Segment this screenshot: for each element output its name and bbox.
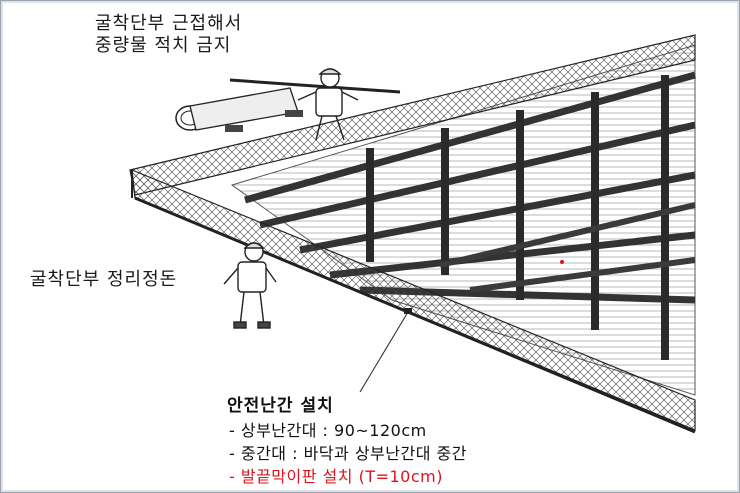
legend-item-toe-board: - 발끝막이판 설치 (T=10cm) xyxy=(229,467,443,486)
legend-item-mid-rail: - 중간대 : 바닥과 상부난간대 중간 xyxy=(229,444,467,463)
h-piles xyxy=(366,75,669,360)
worker-carrying-icon xyxy=(297,68,359,141)
legend-title: 안전난간 설치 xyxy=(227,396,334,416)
red-marker xyxy=(560,260,564,264)
guard-rail-near xyxy=(131,169,696,431)
legend-item-top-rail: - 상부난간대 : 90~120cm xyxy=(229,421,427,440)
wale-beams xyxy=(244,71,696,304)
note-left: 굴착단부 정리정돈 xyxy=(30,269,178,290)
pointer-line xyxy=(359,311,409,393)
note-top-line2: 중량물 적치 금지 xyxy=(95,35,232,56)
struts xyxy=(439,202,696,293)
stacked-material-icon xyxy=(175,78,401,132)
worker-standing-icon xyxy=(223,242,277,329)
note-top-line1: 굴착단부 근접해서 xyxy=(95,13,243,34)
toe-board xyxy=(134,196,696,434)
